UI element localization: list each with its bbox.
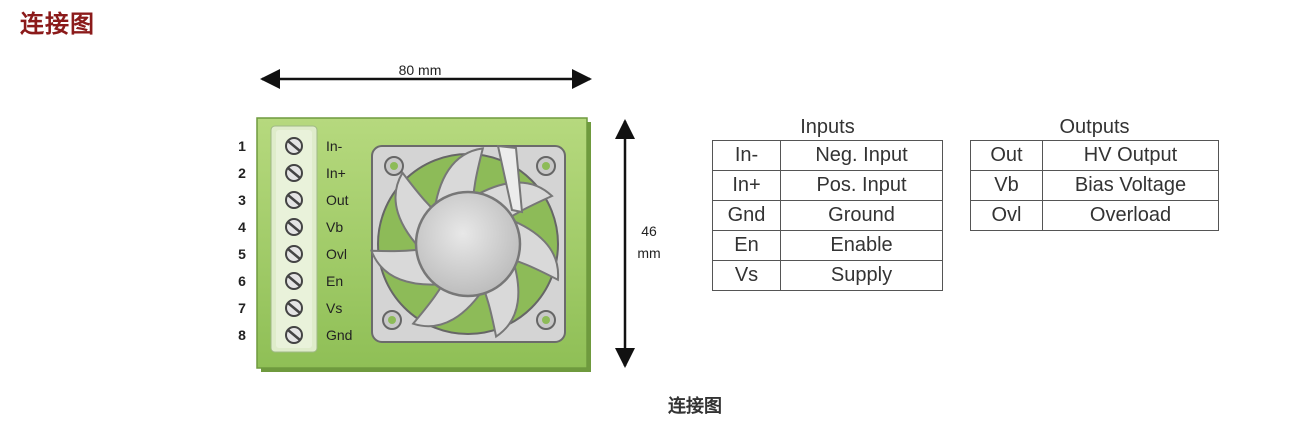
screw-slot — [287, 167, 301, 179]
terminal-pin: 7 Vs — [238, 299, 342, 317]
pin-description-cell: Neg. Input — [780, 140, 943, 171]
screw-slot — [287, 329, 301, 341]
cooling-fan — [370, 144, 566, 343]
pin-label: In- — [326, 138, 343, 154]
terminal-pin: 6 En — [238, 272, 343, 290]
pin-label: En — [326, 273, 343, 289]
pin-number: 1 — [238, 138, 246, 154]
terminal-pin: 3 Out — [238, 191, 349, 209]
pin-label: Out — [326, 192, 349, 208]
pin-description-cell: Enable — [780, 230, 943, 261]
pin-description-cell: HV Output — [1042, 140, 1219, 171]
height-label-value: 46 — [641, 223, 657, 239]
screw-slot — [287, 302, 301, 314]
screw-slot — [287, 140, 301, 152]
terminal-pin: 1 In- — [238, 137, 343, 155]
pin-number: 6 — [238, 273, 246, 289]
pin-name-cell: In- — [712, 140, 781, 171]
pin-name-cell: Vb — [970, 170, 1043, 201]
pin-number: 3 — [238, 192, 246, 208]
terminal-pins: 1 In- 2 In+ 3 Out 4 Vb 5 Ovl 6 En 7 Vs 8 Gnd — [238, 137, 352, 344]
pin-name-cell: In+ — [712, 170, 781, 201]
page-heading: 连接图 — [20, 10, 95, 38]
pin-description-cell: Bias Voltage — [1042, 170, 1219, 201]
pin-number: 8 — [238, 327, 246, 343]
pin-number: 4 — [238, 219, 246, 235]
width-label: 80 mm — [399, 62, 442, 78]
pin-name-cell: Gnd — [712, 200, 781, 231]
pin-description-cell: Overload — [1042, 200, 1219, 231]
pin-label: Vs — [326, 300, 342, 316]
table-row: In+Pos. Input — [712, 170, 943, 201]
pin-description-cell: Ground — [780, 200, 943, 231]
inputs-title: Inputs — [800, 116, 855, 138]
pin-number: 5 — [238, 246, 246, 262]
terminal-pin: 2 In+ — [238, 164, 346, 182]
connection-diagram: 80 mm 46 mm 1 In- 2 In+ 3 Out 4 Vb 5 Ovl 6 En 7 Vs 8 Gn… — [238, 62, 661, 372]
pin-label: Ovl — [326, 246, 347, 262]
terminal-pin: 4 Vb — [238, 218, 343, 236]
height-label-unit: mm — [637, 245, 660, 261]
terminal-pin: 8 Gnd — [238, 326, 352, 344]
outputs-title: Outputs — [1059, 116, 1130, 138]
pin-description-cell: Supply — [780, 260, 943, 291]
figure-caption: 连接图 — [668, 396, 722, 417]
pin-name-cell: Vs — [712, 260, 781, 291]
screw-slot — [287, 221, 301, 233]
pin-label: Gnd — [326, 327, 352, 343]
pin-description-cell: Pos. Input — [780, 170, 943, 201]
table-row: In-Neg. Input — [712, 140, 943, 171]
terminal-pin: 5 Ovl — [238, 245, 347, 263]
pin-label: In+ — [326, 165, 346, 181]
screw-slot — [287, 248, 301, 260]
pin-number: 7 — [238, 300, 246, 316]
pin-name-cell: En — [712, 230, 781, 261]
pin-name-cell: Out — [970, 140, 1043, 171]
pin-name-cell: Ovl — [970, 200, 1043, 231]
screw-slot — [287, 194, 301, 206]
fan-hub — [414, 190, 522, 298]
screw-slot — [287, 275, 301, 287]
pin-number: 2 — [238, 165, 246, 181]
pin-label: Vb — [326, 219, 343, 235]
